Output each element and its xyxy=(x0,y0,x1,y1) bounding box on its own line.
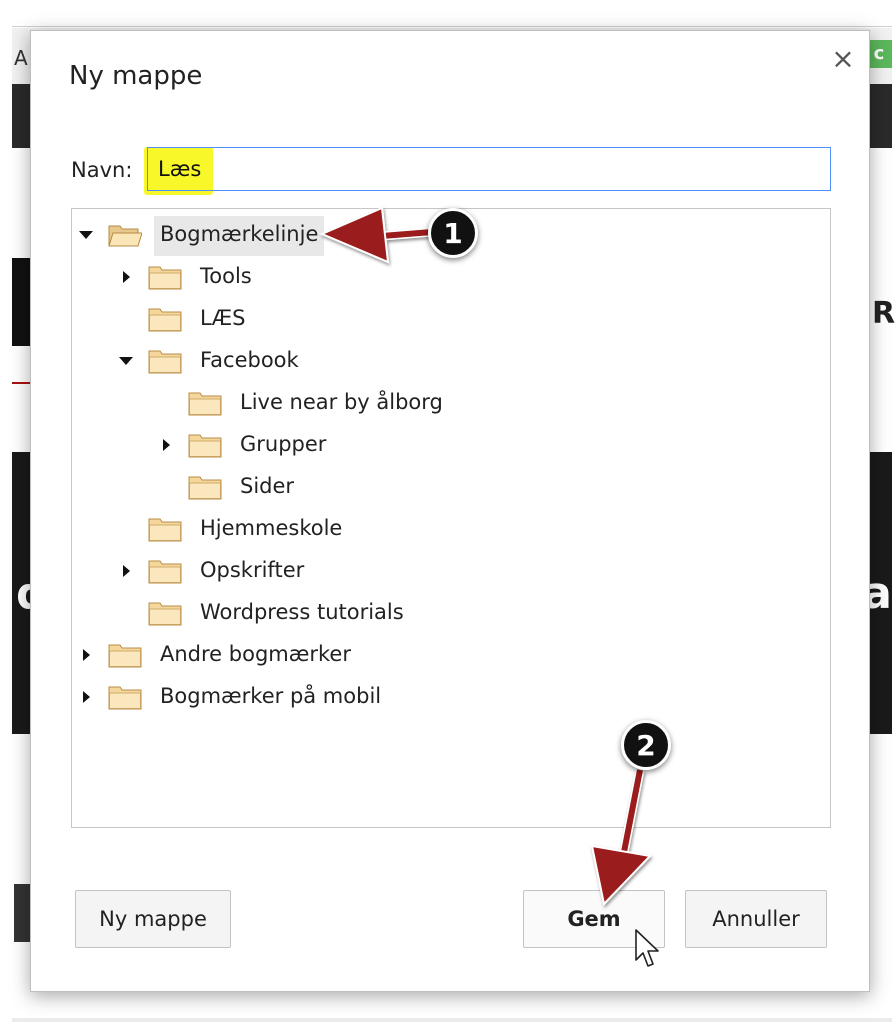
expand-right-icon[interactable] xyxy=(80,690,92,704)
step-badge-2: 2 xyxy=(621,720,671,770)
tree-item[interactable]: Opskrifter xyxy=(72,551,830,591)
background-logo-fragment xyxy=(12,258,30,346)
expand-right-icon[interactable] xyxy=(120,564,132,578)
name-label: Navn: xyxy=(71,158,133,182)
folder-icon xyxy=(148,264,182,290)
tree-item[interactable]: Andre bogmærker xyxy=(72,635,830,675)
folder-icon xyxy=(188,474,222,500)
tree-item-label: Tools xyxy=(200,264,252,288)
tree-item-label: Bogmærkelinje xyxy=(160,222,319,246)
close-icon[interactable]: × xyxy=(831,42,855,75)
tree-item[interactable]: Sider xyxy=(72,467,830,507)
folder-icon xyxy=(108,642,142,668)
cancel-button[interactable]: Annuller xyxy=(685,890,827,948)
folder-icon xyxy=(188,390,222,416)
folder-icon xyxy=(148,600,182,626)
folder-icon xyxy=(108,684,142,710)
tree-item-label: Bogmærker på mobil xyxy=(160,684,382,708)
folder-open-icon xyxy=(108,222,142,248)
tree-item[interactable]: Wordpress tutorials xyxy=(72,593,830,633)
tree-item[interactable]: LÆS xyxy=(72,299,830,339)
background-footer-line xyxy=(12,1018,892,1022)
folder-name-input[interactable] xyxy=(147,147,831,191)
selection-highlight xyxy=(154,216,324,256)
background-fragment xyxy=(14,884,30,942)
expand-right-icon[interactable] xyxy=(160,438,172,452)
background-text: A xyxy=(14,46,28,70)
tree-item-label: Opskrifter xyxy=(200,558,305,582)
expand-right-icon[interactable] xyxy=(80,648,92,662)
tree-item-label: Hjemmeskole xyxy=(200,516,343,540)
tree-item[interactable]: Grupper xyxy=(72,425,830,465)
tree-item[interactable]: Live near by ålborg xyxy=(72,383,830,423)
tree-item[interactable]: Bogmærkelinje xyxy=(72,215,830,256)
tree-item-label: Sider xyxy=(240,474,295,498)
tree-item-label: Live near by ålborg xyxy=(240,390,443,414)
tree-item[interactable]: Bogmærker på mobil xyxy=(72,677,830,717)
folder-icon xyxy=(148,558,182,584)
tree-item-label: Wordpress tutorials xyxy=(200,600,404,624)
background-text-right: R xyxy=(872,296,896,331)
expand-down-icon[interactable] xyxy=(79,228,93,242)
folder-icon xyxy=(188,432,222,458)
dialog-title: Ny mappe xyxy=(69,61,203,91)
tree-item-label: LÆS xyxy=(200,306,246,330)
folder-icon xyxy=(148,516,182,542)
mouse-cursor-icon xyxy=(635,929,659,967)
folder-icon xyxy=(148,306,182,332)
step-badge-1: 1 xyxy=(428,208,478,258)
tree-item-label: Grupper xyxy=(240,432,327,456)
tree-item-label: Facebook xyxy=(200,348,299,372)
folder-icon xyxy=(148,348,182,374)
background-divider xyxy=(12,26,892,27)
new-folder-button[interactable]: Ny mappe xyxy=(75,890,231,948)
expand-right-icon[interactable] xyxy=(120,270,132,284)
tree-item[interactable]: Facebook xyxy=(72,341,830,381)
background-green-badge: c xyxy=(866,40,892,68)
tree-item[interactable]: Tools xyxy=(72,257,830,297)
expand-down-icon[interactable] xyxy=(119,354,133,368)
tree-item[interactable]: Hjemmeskole xyxy=(72,509,830,549)
background-link-fragment xyxy=(12,362,30,384)
tree-item-label: Andre bogmærker xyxy=(160,642,351,666)
